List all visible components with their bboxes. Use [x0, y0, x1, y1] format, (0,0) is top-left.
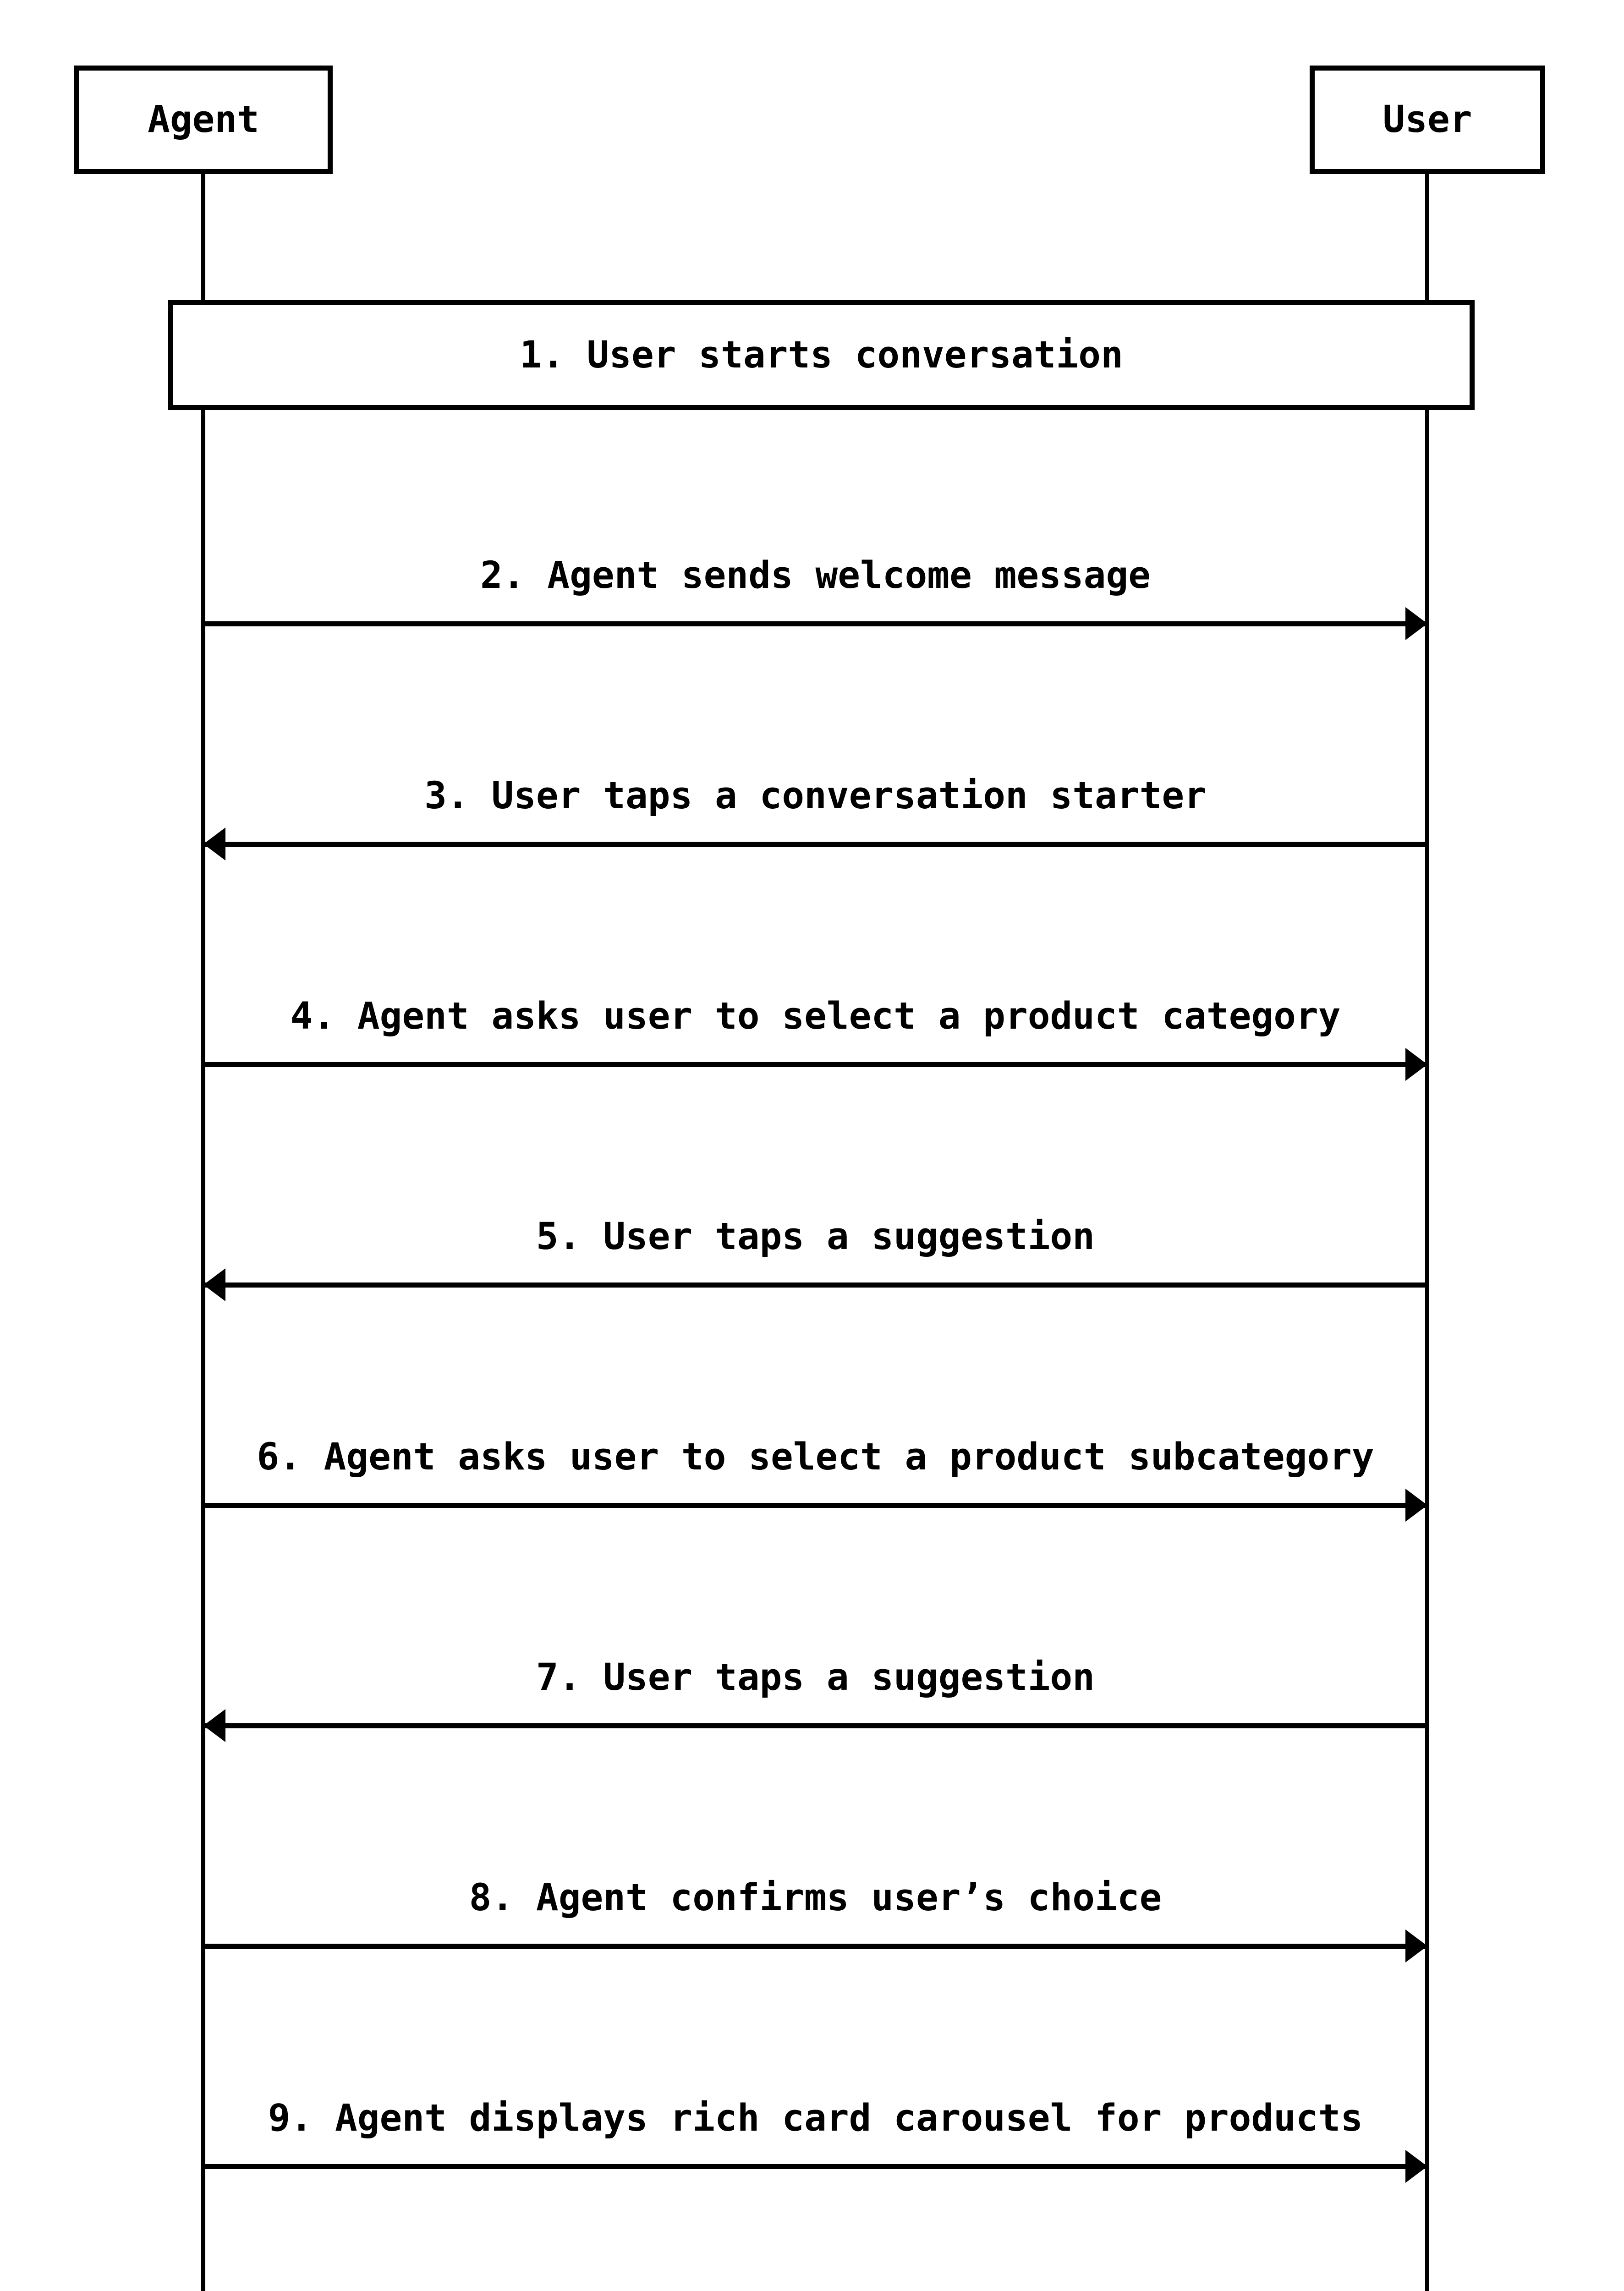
actor-label-user: User	[1383, 98, 1472, 141]
arrowhead-right-icon	[1405, 1489, 1427, 1522]
message-arrow-8-to-user	[203, 1929, 1427, 1962]
actor-label-agent: Agent	[148, 98, 259, 141]
message-label-8: 8. Agent confirms user’s choice	[469, 1876, 1162, 1919]
message-label-4: 4. Agent asks user to select a product c…	[290, 995, 1341, 1038]
message-label-7: 7. User taps a suggestion	[536, 1656, 1095, 1699]
message-arrow-2-to-user	[203, 607, 1427, 640]
message-arrow-7-to-agent	[203, 1709, 1427, 1742]
message-arrow-6-to-user	[203, 1489, 1427, 1522]
message-arrow-4-to-user	[203, 1048, 1427, 1081]
message-arrow-9-to-user	[203, 2150, 1427, 2183]
lifeline-agent	[201, 174, 205, 2291]
arrowhead-left-icon	[203, 1709, 225, 1742]
message-label-5: 5. User taps a suggestion	[536, 1215, 1095, 1258]
lifeline-user	[1425, 174, 1429, 2291]
arrowhead-left-icon	[203, 1268, 225, 1301]
arrowhead-left-icon	[203, 828, 225, 860]
message-label-6: 6. Agent asks user to select a product s…	[257, 1436, 1374, 1479]
message-arrow-3-to-agent	[203, 828, 1427, 860]
arrowhead-right-icon	[1405, 2150, 1427, 2183]
message-arrow-5-to-agent	[203, 1268, 1427, 1301]
actor-box-user-top: User	[1310, 66, 1545, 174]
note-banner-text: 1. User starts conversation	[520, 334, 1123, 377]
actor-box-agent-top: Agent	[74, 66, 333, 174]
arrowhead-right-icon	[1405, 1048, 1427, 1081]
note-banner: 1. User starts conversation	[168, 300, 1475, 410]
message-label-2: 2. Agent sends welcome message	[480, 554, 1151, 597]
arrowhead-right-icon	[1405, 607, 1427, 640]
message-label-3: 3. User taps a conversation starter	[424, 774, 1207, 817]
message-label-9: 9. Agent displays rich card carousel for…	[268, 2097, 1363, 2140]
arrowhead-right-icon	[1405, 1929, 1427, 1962]
